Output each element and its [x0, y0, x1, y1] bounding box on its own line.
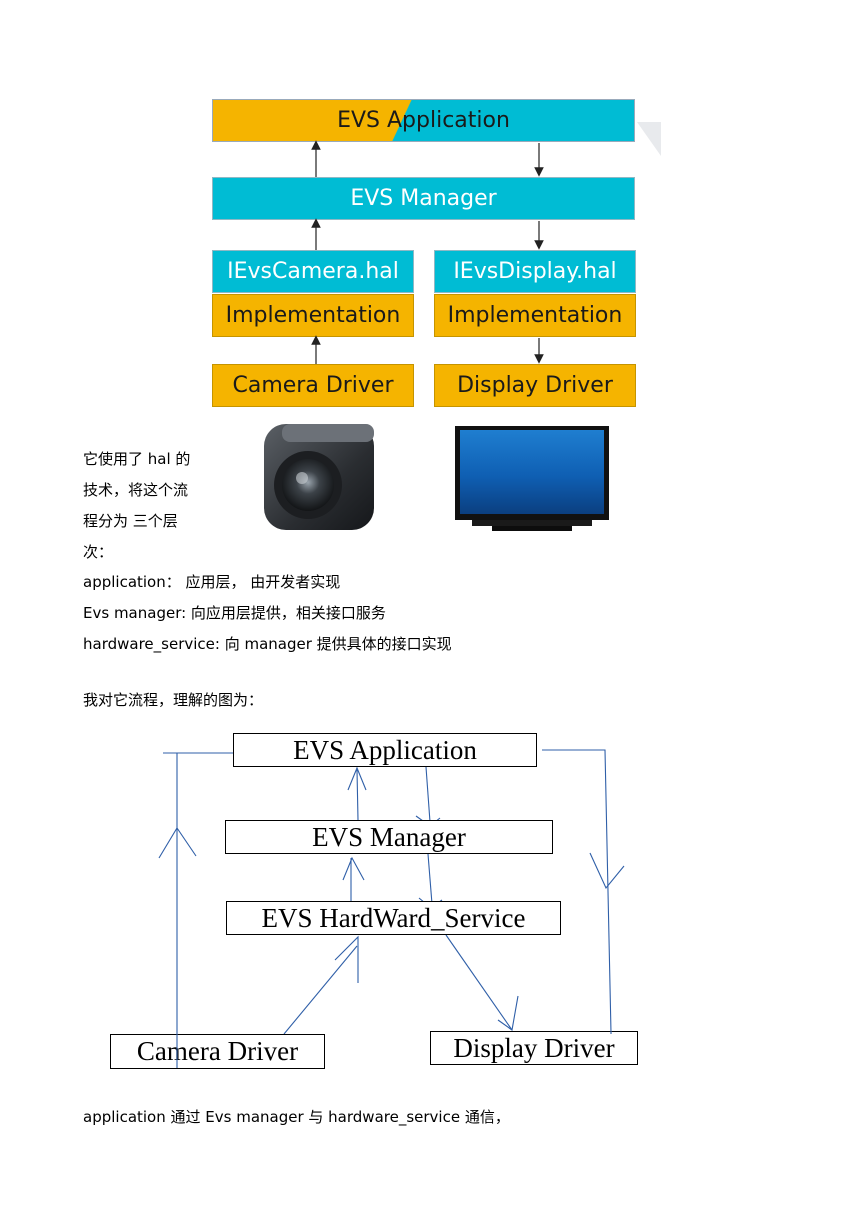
evs-application-box: EVS Application — [212, 99, 635, 142]
diagram-intro-text: 我对它流程，理解的图为： — [83, 691, 264, 709]
intro-line: 它使用了 hal 的 — [83, 450, 191, 468]
display-driver-box: Display Driver — [434, 364, 636, 407]
evs-application-label: EVS Application — [337, 108, 510, 133]
camera-image — [264, 424, 374, 530]
diagram-application-box: EVS Application — [233, 733, 537, 767]
camera-hal-label: IEvsCamera.hal — [227, 259, 399, 284]
diagram-service-label: EVS HardWard_Service — [261, 902, 526, 933]
layer-hardware-text: hardware_service: 向 manager 提供具体的接口实现 — [83, 635, 452, 653]
diagram-manager-box: EVS Manager — [225, 820, 553, 854]
camera-driver-box: Camera Driver — [212, 364, 414, 407]
layer-manager-text: Evs manager: 向应用层提供，相关接口服务 — [83, 604, 386, 622]
camera-implementation-box: Implementation — [212, 294, 414, 337]
monitor-image — [455, 426, 609, 531]
diagram-service-box: EVS HardWard_Service — [226, 901, 561, 935]
diagram-camera-driver-box: Camera Driver — [110, 1034, 325, 1069]
diagram-camera-driver-label: Camera Driver — [136, 1036, 299, 1066]
footer-text: application 通过 Evs manager 与 hardware_se… — [83, 1108, 510, 1126]
figure-arrows — [311, 140, 544, 364]
display-hal-label: IEvsDisplay.hal — [453, 259, 617, 284]
decorative-corner — [637, 122, 661, 156]
intro-paragraph: 它使用了 hal 的 技术，将这个流 程分为 三个层 次： — [83, 444, 190, 568]
display-driver-label: Display Driver — [457, 373, 613, 398]
diagram-manager-label: EVS Manager — [312, 821, 466, 852]
intro-line: 技术，将这个流 — [83, 481, 189, 499]
display-implementation-box: Implementation — [434, 294, 636, 337]
camera-implementation-label: Implementation — [225, 303, 401, 328]
evs-manager-label: EVS Manager — [350, 186, 497, 211]
camera-driver-label: Camera Driver — [232, 373, 394, 398]
display-hal-box: IEvsDisplay.hal — [434, 250, 636, 293]
display-implementation-label: Implementation — [447, 303, 623, 328]
diagram-display-driver-label: Display Driver — [453, 1032, 615, 1063]
camera-hal-box: IEvsCamera.hal — [212, 250, 414, 293]
diagram-application-label: EVS Application — [293, 734, 477, 765]
intro-line: 次： — [83, 543, 114, 561]
evs-manager-box: EVS Manager — [212, 177, 635, 220]
intro-line: 程分为 三个层 — [83, 512, 178, 530]
diagram-display-driver-box: Display Driver — [430, 1031, 638, 1065]
layer-application-text: application： 应用层， 由开发者实现 — [83, 573, 341, 591]
